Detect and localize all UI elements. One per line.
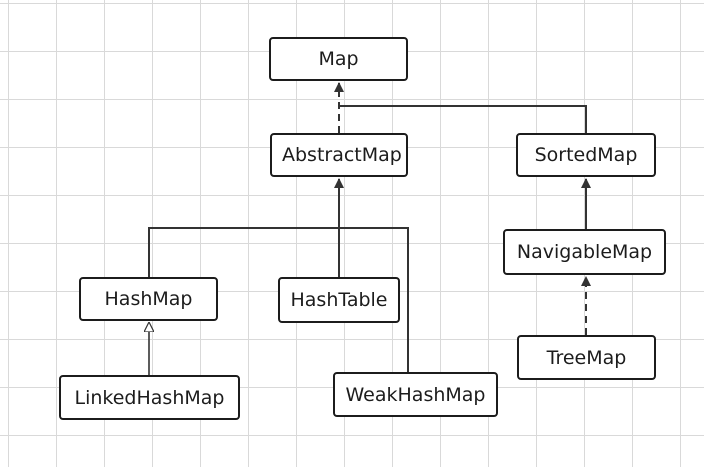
node-weak-hash-map[interactable]: WeakHashMap	[333, 372, 498, 417]
node-hash-table[interactable]: HashTable	[278, 277, 400, 323]
edge-hashmap-to-abstractmap	[148, 178, 344, 277]
node-navigable-map[interactable]: NavigableMap	[503, 229, 666, 275]
node-map[interactable]: Map	[269, 37, 408, 81]
node-navigable-map-label: NavigableMap	[516, 241, 653, 263]
edge-weakhashmap-to-abstractmap	[339, 227, 409, 372]
node-hash-map[interactable]: HashMap	[79, 277, 218, 321]
node-hash-map-label: HashMap	[104, 288, 193, 310]
node-sorted-map[interactable]: SortedMap	[516, 133, 656, 177]
node-tree-map-label: TreeMap	[546, 346, 627, 369]
edge-sortedmap-to-map	[339, 105, 587, 133]
node-map-label: Map	[318, 48, 359, 70]
node-weak-hash-map-label: WeakHashMap	[345, 383, 486, 406]
node-tree-map[interactable]: TreeMap	[517, 335, 656, 380]
node-linked-hash-map[interactable]: LinkedHashMap	[59, 375, 240, 420]
node-linked-hash-map-label: LinkedHashMap	[74, 386, 225, 409]
node-sorted-map-label: SortedMap	[534, 144, 638, 166]
node-abstract-map[interactable]: AbstractMap	[270, 133, 408, 177]
node-abstract-map-label: AbstractMap	[282, 144, 402, 166]
node-hash-table-label: HashTable	[290, 289, 388, 311]
